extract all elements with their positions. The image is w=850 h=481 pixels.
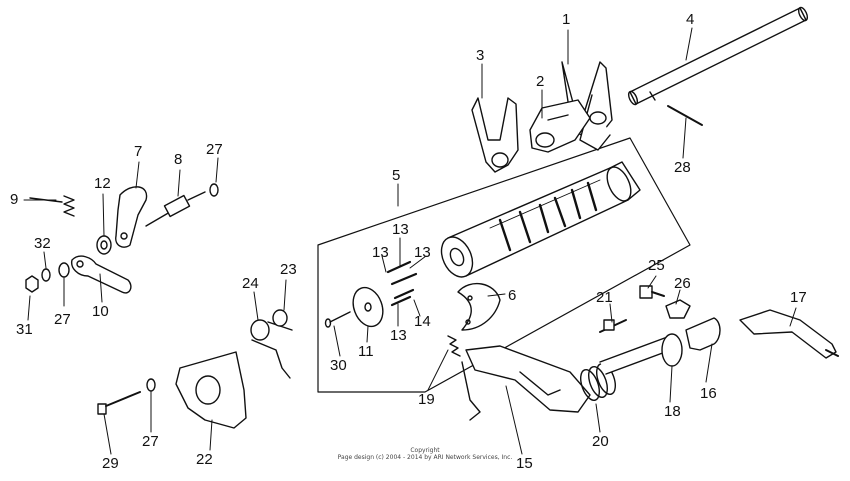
callout-27-top: 27 — [206, 141, 223, 158]
callout-13-bottom: 13 — [390, 327, 407, 344]
callout-30: 30 — [330, 357, 347, 374]
washer-32 — [41, 268, 51, 282]
callout-13-left: 13 — [372, 244, 389, 261]
callout-10: 10 — [92, 303, 109, 320]
callout-29: 29 — [102, 455, 119, 472]
drum-cam-plate — [352, 286, 384, 328]
arm-10 — [71, 255, 132, 294]
callout-24: 24 — [242, 275, 259, 292]
arm-slot — [519, 371, 561, 396]
callout-16: 16 — [700, 385, 717, 402]
callout-13-right: 13 — [414, 244, 431, 261]
collar-12-hole — [100, 240, 108, 250]
drum-assembly-boundary — [317, 137, 691, 393]
callout-11: 11 — [358, 343, 374, 360]
callout-2: 2 — [536, 73, 545, 90]
copyright-notice: Copyright Page design (c) 2004 - 2014 by… — [300, 447, 550, 461]
callout-13-top: 13 — [392, 221, 409, 238]
shift-fork-shaft — [627, 6, 809, 106]
bolt-29 — [97, 391, 141, 415]
callout-14: 14 — [414, 313, 431, 330]
bolt-8 — [145, 191, 206, 227]
callout-20: 20 — [592, 433, 609, 450]
callout-22: 22 — [196, 451, 213, 468]
washer-27 — [209, 183, 219, 197]
arm-hole — [76, 260, 84, 268]
copyright-line-1: Copyright — [410, 447, 440, 454]
callout-7: 7 — [134, 143, 143, 160]
callout-1: 1 — [562, 11, 571, 28]
washer-27 — [58, 262, 70, 278]
screw-30 — [324, 311, 351, 328]
copyright-line-2: Page design (c) 2004 - 2014 by ARI Netwo… — [337, 454, 513, 461]
drum-pins — [386, 260, 418, 307]
plate-22 — [175, 351, 247, 429]
spring-9 — [29, 195, 75, 217]
callout-31: 31 — [16, 321, 33, 338]
leader-lines — [23, 27, 797, 455]
spring-19 — [447, 335, 461, 357]
collar-18 — [661, 333, 683, 367]
washer-26 — [665, 299, 691, 319]
callout-19: 19 — [418, 391, 435, 408]
spring-20 — [580, 363, 616, 401]
bolt-21 — [599, 319, 627, 333]
callout-4: 4 — [686, 11, 695, 28]
bolt-25 — [639, 285, 665, 299]
callout-27-left: 27 — [54, 311, 71, 328]
arm-16 — [685, 317, 721, 351]
spring-24 — [250, 319, 293, 379]
callout-9: 9 — [10, 191, 19, 208]
callout-18: 18 — [664, 403, 681, 420]
plate-7 — [115, 186, 148, 248]
nut-31 — [25, 275, 39, 293]
shift-drum — [440, 161, 641, 278]
callout-6: 6 — [508, 287, 517, 304]
callout-15: 15 — [516, 455, 533, 472]
collar-12 — [96, 235, 112, 255]
pin-28 — [667, 105, 703, 126]
callout-28: 28 — [674, 159, 691, 176]
callout-26: 26 — [674, 275, 691, 292]
shift-fork-3 — [471, 97, 519, 173]
callout-25: 25 — [648, 257, 665, 274]
callout-12: 12 — [94, 175, 111, 192]
callout-32: 32 — [34, 235, 51, 252]
callout-8: 8 — [174, 151, 183, 168]
plate-hole — [467, 295, 473, 301]
callout-17: 17 — [790, 289, 807, 306]
plate-hole — [120, 232, 128, 240]
shift-shaft-17 — [739, 309, 839, 359]
callout-27-bottom: 27 — [142, 433, 159, 450]
callout-23: 23 — [280, 261, 297, 278]
plate-hole — [465, 319, 471, 325]
collar-23 — [272, 309, 288, 327]
washer-27 — [146, 378, 156, 392]
callout-5: 5 — [392, 167, 401, 184]
stopper-plate-6 — [457, 282, 501, 331]
callout-21: 21 — [596, 289, 613, 306]
arm-pawl — [461, 361, 481, 421]
callout-3: 3 — [476, 47, 485, 64]
plate-22-hole — [195, 375, 221, 405]
shift-fork-2 — [529, 99, 591, 153]
